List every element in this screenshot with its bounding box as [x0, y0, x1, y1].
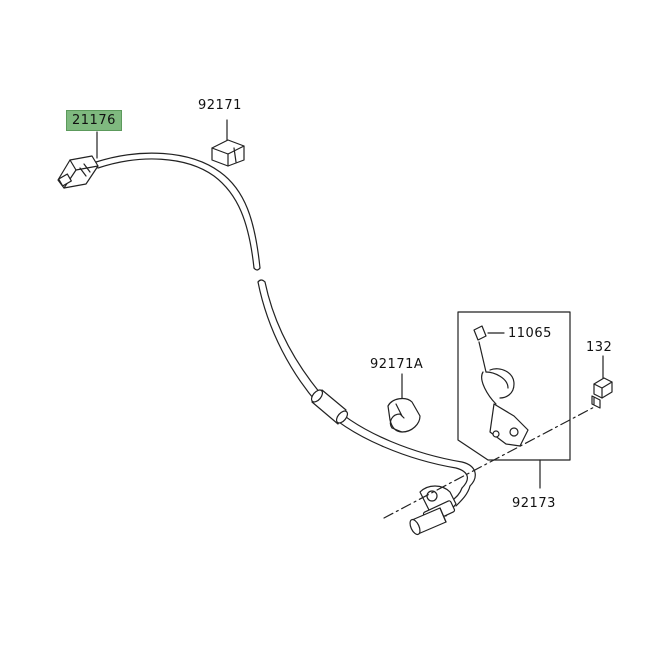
cable-connector — [57, 155, 99, 189]
part-label-132[interactable]: 132 — [586, 340, 613, 355]
cable-lower-outer — [264, 281, 476, 487]
clip-92171A[interactable] — [387, 373, 421, 433]
cable-lower-inner — [257, 281, 468, 489]
part-label-11065[interactable]: 11065 — [508, 326, 552, 341]
bolt-132[interactable] — [591, 355, 613, 409]
part-label-92171[interactable]: 92171 — [198, 98, 242, 113]
cable-upper-outer — [95, 152, 261, 269]
clamp-92171[interactable] — [211, 119, 245, 167]
assembly-axis — [383, 403, 601, 519]
sensor-head — [409, 485, 471, 536]
part-label-92173[interactable]: 92173 — [512, 496, 556, 511]
cable-upper-inner — [97, 158, 255, 269]
bracket-assembly-92173[interactable] — [383, 311, 601, 519]
cable-grommet — [310, 389, 349, 425]
cap-11065[interactable] — [473, 325, 505, 341]
part-label-21176[interactable]: 21176 — [66, 110, 122, 131]
group-box — [457, 311, 571, 461]
part-label-92171A[interactable]: 92171A — [370, 357, 424, 372]
abs-sensor-cable[interactable] — [57, 131, 476, 536]
